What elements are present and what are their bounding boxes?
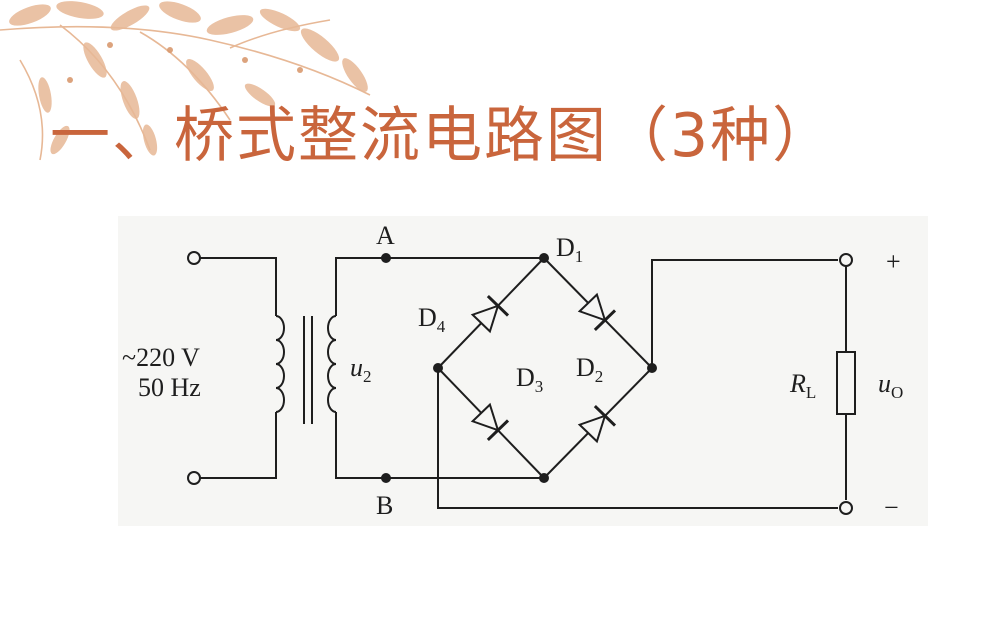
node-a-label: A	[376, 221, 395, 250]
secondary-voltage-label: u2	[350, 353, 372, 386]
junction-bridge-left	[433, 363, 443, 373]
bridge-rectifier-circuit: A B ~220 V 50 Hz u2 D1 D4 D3 D2 RL uO + …	[118, 216, 928, 526]
page-title: 一、桥式整流电路图（3种）	[50, 101, 835, 171]
load-label: RL	[789, 369, 816, 402]
junction-bridge-right	[647, 363, 657, 373]
transformer-core	[303, 316, 313, 424]
node-b-label: B	[376, 491, 393, 520]
d2-label: D2	[576, 353, 603, 386]
diode-d3	[470, 402, 510, 441]
diode-d2	[577, 405, 617, 444]
source-voltage-label: ~220 V	[122, 343, 200, 372]
output-voltage-label: uO	[878, 369, 903, 402]
leaf-branch-decoration	[0, 1, 371, 161]
source-frequency-label: 50 Hz	[138, 373, 201, 402]
d1-label: D1	[556, 233, 583, 266]
diode-d1	[577, 292, 617, 331]
d3-label: D3	[516, 363, 543, 396]
input-terminal-top	[187, 251, 201, 265]
diode-d4	[470, 295, 510, 334]
d4-label: D4	[418, 303, 446, 336]
junction-bridge-bottom	[539, 473, 549, 483]
plus-sign: +	[886, 247, 901, 276]
load-resistor	[836, 351, 856, 415]
output-terminal-minus	[839, 501, 853, 515]
transformer-primary-coil	[275, 315, 285, 413]
output-terminal-plus	[839, 253, 853, 267]
input-terminal-bottom	[187, 471, 201, 485]
minus-sign: −	[884, 493, 899, 522]
junction-bridge-top	[539, 253, 549, 263]
junction-b	[381, 473, 391, 483]
junction-a	[381, 253, 391, 263]
transformer-secondary-coil	[327, 315, 337, 413]
